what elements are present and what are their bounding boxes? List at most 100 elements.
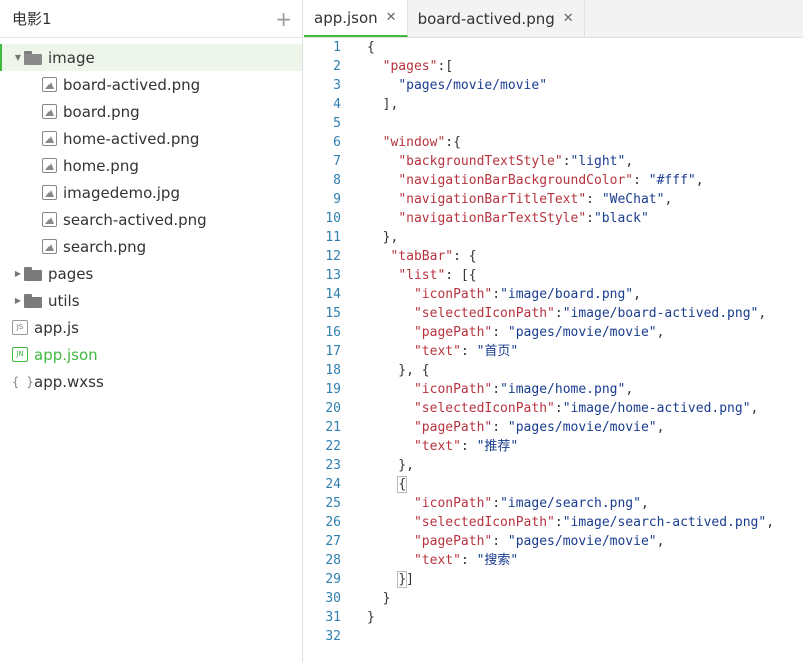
tree-item-home-png[interactable]: home.png [0, 152, 302, 179]
code-line: 27 "pagePath": "pages/movie/movie", [304, 532, 803, 551]
json-punctuation [367, 192, 398, 207]
line-number: 12 [325, 249, 341, 264]
json-key: "selectedIconPath" [413, 306, 555, 321]
line-source: }, [341, 228, 399, 247]
line-number: 31 [325, 610, 341, 625]
tree-item-pages[interactable]: ▶pages [0, 260, 302, 287]
line-source: }, { [341, 361, 429, 380]
code-line: 26 "selectedIconPath":"image/search-acti… [304, 513, 803, 532]
line-source: "pages":[ [341, 57, 453, 76]
editor-tabs: app.json✕board-actived.png✕ [304, 0, 803, 38]
line-source: "selectedIconPath":"image/search-actived… [341, 513, 774, 532]
tree-item-label: search.png [63, 237, 147, 256]
line-number: 28 [325, 553, 341, 568]
json-key: "pagePath" [413, 420, 493, 435]
line-source: "text": "推荐" [341, 437, 518, 456]
chevron-right-icon[interactable]: ▶ [14, 296, 22, 305]
tree-item-label: board.png [63, 102, 140, 121]
code-line: 32 [304, 627, 803, 646]
json-string: "推荐" [476, 439, 519, 454]
image-file-icon [42, 239, 57, 254]
json-punctuation [367, 515, 414, 530]
json-punctuation: } [367, 610, 375, 625]
code-line: 6 "window":{ [304, 133, 803, 152]
json-punctuation: , [625, 154, 634, 169]
tree-item-image[interactable]: ▼image [0, 44, 302, 71]
tree-item-board-actived-png[interactable]: board-actived.png [0, 71, 302, 98]
json-punctuation: :{ [445, 135, 461, 150]
line-number: 15 [325, 306, 341, 321]
code-line: 10 "navigationBarTextStyle":"black" [304, 209, 803, 228]
code-line: 23 }, [304, 456, 803, 475]
tree-item-label: app.js [34, 318, 79, 337]
tree-item-search-png[interactable]: search.png [0, 233, 302, 260]
line-source: }, [341, 456, 414, 475]
json-punctuation [367, 477, 398, 492]
tree-item-imagedemo-jpg[interactable]: imagedemo.jpg [0, 179, 302, 206]
json-punctuation [367, 553, 414, 568]
code-line: 21 "pagePath": "pages/movie/movie", [304, 418, 803, 437]
tree-item-board-png[interactable]: board.png [0, 98, 302, 125]
json-string: "pages/movie/movie" [507, 325, 657, 340]
line-number: 4 [333, 97, 341, 112]
json-punctuation: , [766, 515, 775, 530]
json-punctuation: , [656, 534, 665, 549]
json-punctuation: : [554, 515, 563, 530]
close-icon[interactable]: ✕ [385, 10, 397, 25]
json-punctuation [367, 439, 414, 454]
json-punctuation [367, 249, 390, 264]
image-file-icon [42, 212, 57, 227]
project-title: 电影1 [12, 10, 52, 28]
json-punctuation: , [664, 192, 673, 207]
image-file-icon [42, 131, 57, 146]
json-string: "image/home.png" [500, 382, 626, 397]
json-punctuation: } [367, 591, 391, 606]
json-punctuation: : [492, 325, 508, 340]
chevron-right-icon[interactable]: ▶ [14, 269, 22, 278]
json-string: "WeChat" [601, 192, 665, 207]
wxss-file-icon: { } [12, 374, 34, 389]
json-file-icon: JN [12, 347, 28, 362]
code-line: 24 { [304, 475, 803, 494]
close-icon[interactable]: ✕ [562, 11, 574, 26]
code-line: 22 "text": "推荐" [304, 437, 803, 456]
json-string: "light" [570, 154, 626, 169]
line-number: 14 [325, 287, 341, 302]
tree-item-label: board-actived.png [63, 75, 201, 94]
json-punctuation [367, 268, 398, 283]
code-line: 13 "list": [{ [304, 266, 803, 285]
add-icon[interactable]: + [275, 6, 292, 31]
json-punctuation [367, 496, 414, 511]
image-file-icon [42, 104, 57, 119]
json-punctuation: :[ [437, 59, 454, 74]
code-line: 4 ], [304, 95, 803, 114]
json-punctuation: , [656, 420, 665, 435]
tree-item-utils[interactable]: ▶utils [0, 287, 302, 314]
json-punctuation: : [492, 287, 501, 302]
tree-item-home-actived-png[interactable]: home-actived.png [0, 125, 302, 152]
json-punctuation: : [633, 173, 649, 188]
json-punctuation [367, 173, 398, 188]
tab-app-json[interactable]: app.json✕ [304, 0, 408, 37]
tree-item-app-wxss[interactable]: { }app.wxss [0, 368, 302, 395]
line-source: "navigationBarTextStyle":"black" [341, 209, 648, 228]
json-key: "iconPath" [413, 382, 493, 397]
json-string: "#fff" [648, 173, 696, 188]
line-source: { [341, 38, 375, 57]
line-number: 27 [325, 534, 341, 549]
line-number: 1 [333, 40, 341, 55]
tab-board-actived-png[interactable]: board-actived.png✕ [407, 0, 585, 37]
code-line: 31} [304, 608, 803, 627]
json-string: "pages/movie/movie" [507, 534, 657, 549]
chevron-down-icon[interactable]: ▼ [14, 53, 22, 62]
json-key: "iconPath" [413, 287, 493, 302]
tree-item-search-actived-png[interactable]: search-actived.png [0, 206, 302, 233]
json-punctuation: { [367, 40, 375, 55]
json-punctuation [367, 154, 398, 169]
code-line: 14 "iconPath":"image/board.png", [304, 285, 803, 304]
code-line: 11 }, [304, 228, 803, 247]
line-source [341, 114, 367, 133]
